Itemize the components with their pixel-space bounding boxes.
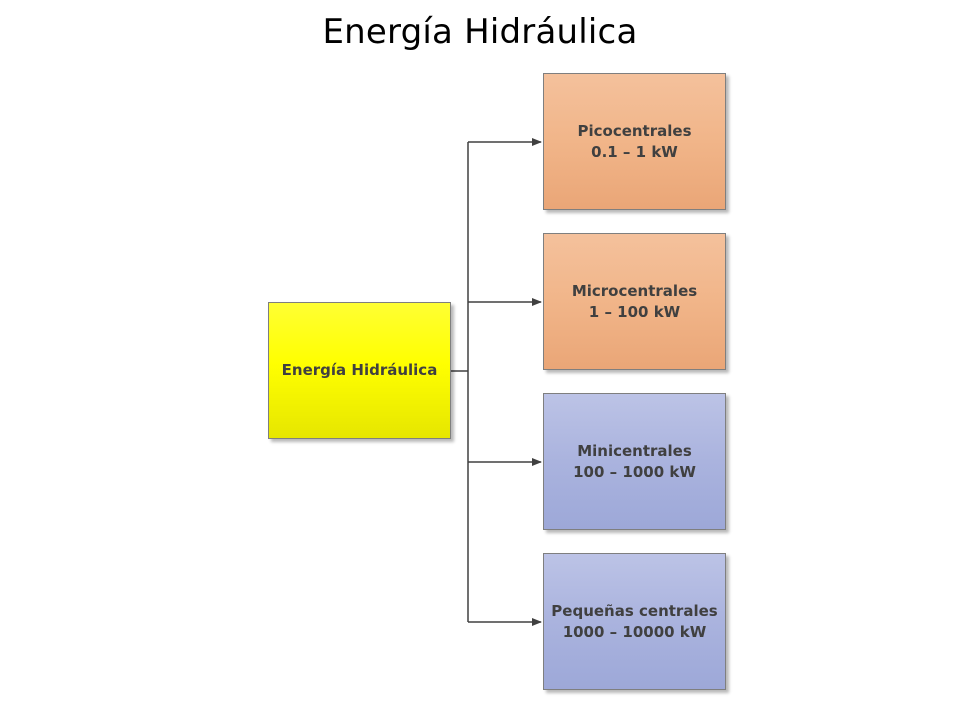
node-range: 1000 – 10000 kW [562, 622, 707, 641]
node-microcentrales: Microcentrales 1 – 100 kW [543, 233, 726, 370]
node-range: 0.1 – 1 kW [591, 142, 678, 161]
node-picocentrales: Picocentrales 0.1 – 1 kW [543, 73, 726, 210]
node-name: Microcentrales [571, 281, 698, 300]
root-node-label: Energía Hidráulica [281, 361, 438, 379]
node-minicentrales: Minicentrales 100 – 1000 kW [543, 393, 726, 530]
node-name: Picocentrales [577, 121, 692, 140]
node-name: Minicentrales [577, 441, 692, 460]
root-node-energia-hidraulica: Energía Hidráulica [268, 302, 451, 439]
node-range: 100 – 1000 kW [573, 462, 696, 481]
slide-title: Energía Hidráulica [322, 12, 638, 52]
node-name: Pequeñas centrales [551, 601, 718, 620]
node-range: 1 – 100 kW [588, 302, 681, 321]
node-pequenas-centrales: Pequeñas centrales 1000 – 10000 kW [543, 553, 726, 690]
